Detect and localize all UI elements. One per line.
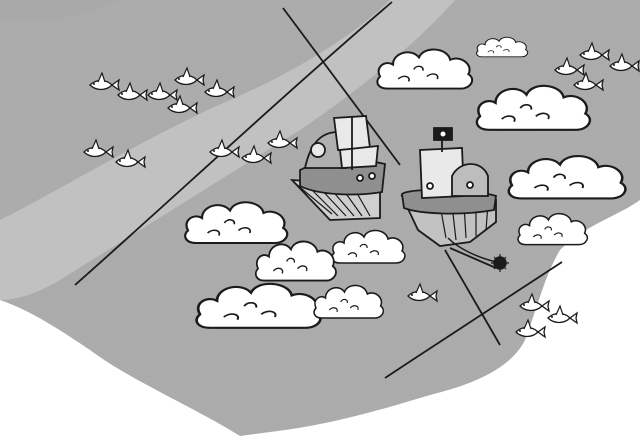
airship-icon (289, 115, 386, 221)
anchor-mine-icon (447, 237, 509, 272)
map-grid-lines (74, 1, 563, 379)
pirate-airship-icon (400, 127, 497, 247)
